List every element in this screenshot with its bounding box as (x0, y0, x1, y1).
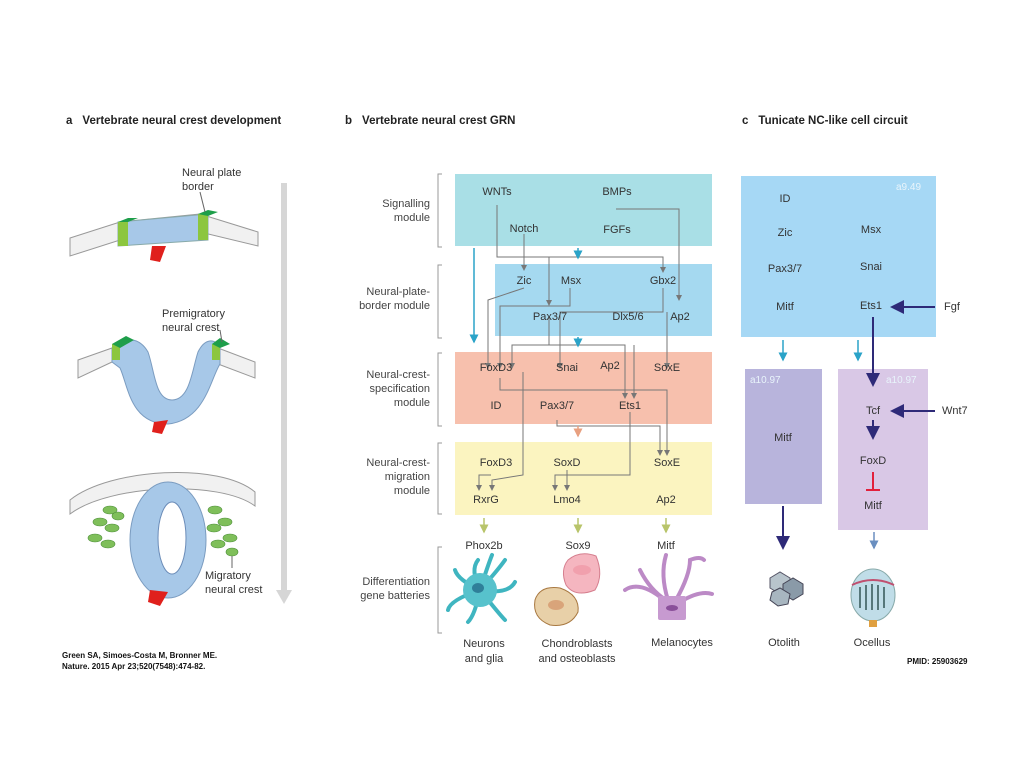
gene-mitf-diff: Mitf (657, 540, 675, 552)
neural-tube-illustration (69, 472, 256, 606)
gene-snai: Snai (555, 362, 579, 374)
module-arrows (469, 248, 671, 534)
outcome-ocellus: Ocellus (853, 637, 891, 649)
gene-phox2b: Phox2b (465, 540, 503, 552)
gene-soxe-spec: SoxE (653, 362, 681, 374)
melanocyte-cell-illustration (623, 553, 714, 620)
gene-id: ID (490, 400, 502, 412)
gene-soxe-mig: SoxE (653, 457, 681, 469)
gene-fgfs: FGFs (603, 224, 631, 236)
cell-tag-a949: a9.49 (896, 182, 922, 193)
tunicate-circuit-edges (776, 300, 935, 550)
tunicate-gene-id: ID (779, 193, 791, 205)
gene-notch: Notch (509, 223, 539, 235)
tunicate-gene-foxd: FoxD (859, 455, 887, 467)
cell-tag-a1097-left: a10.97 (750, 375, 781, 386)
gene-gbx2: Gbx2 (649, 275, 677, 287)
neural-fold-illustration (77, 329, 256, 434)
gene-soxd: SoxD (553, 457, 581, 469)
tunicate-gene-mitf: Mitf (776, 301, 794, 313)
gene-dlx56: Dlx5/6 (612, 311, 644, 323)
gene-ets1: Ets1 (618, 400, 642, 412)
tunicate-gene-tcf: Tcf (865, 405, 881, 417)
neural-plate-border-module-label: Neural-plate-border module (359, 286, 430, 312)
outcome-otolith: Otolith (768, 637, 800, 649)
chondroblast-cell-illustration (534, 553, 601, 626)
otolith-illustration (769, 571, 804, 607)
tunicate-gene-zic: Zic (777, 227, 793, 239)
a949-cell-box (741, 176, 936, 337)
cell-type-melanocytes: Melanocytes (651, 637, 713, 649)
gene-lmo4: Lmo4 (553, 494, 581, 506)
signalling-module-box (455, 174, 712, 246)
tunicate-gene-mitf-right: Mitf (864, 500, 882, 512)
neuron-cell-illustration (446, 553, 517, 624)
tunicate-gene-pax37: Pax3/7 (767, 263, 803, 275)
tunicate-gene-ets1: Ets1 (859, 300, 883, 312)
gene-foxd3-spec: FoxD3 (479, 362, 513, 374)
gene-msx: Msx (560, 275, 582, 287)
neural-plate-illustration (69, 191, 259, 262)
gene-wnts: WNTs (482, 186, 512, 198)
pmid: PMID: 25903629 (907, 657, 968, 666)
gene-ap2-border: Ap2 (670, 311, 690, 323)
gene-sox9: Sox9 (565, 540, 591, 552)
gene-pax37-spec: Pax3/7 (539, 400, 575, 412)
tunicate-gene-msx: Msx (860, 224, 882, 236)
a1097-right-cell-box (838, 369, 928, 530)
citation: Green SA, Simoes-Costa M, Bronner ME.Nat… (62, 651, 218, 671)
gene-rxrg: RxrG (473, 494, 499, 506)
gene-foxd3-mig: FoxD3 (479, 457, 513, 469)
input-fgf: Fgf (944, 301, 960, 313)
input-wnt7: Wnt7 (942, 405, 968, 417)
gene-ap2-mig: Ap2 (656, 494, 676, 506)
cell-tag-a1097-right: a10.97 (886, 375, 917, 386)
gene-zic: Zic (516, 275, 532, 287)
tunicate-gene-snai: Snai (859, 261, 883, 273)
a1097-left-cell-box (745, 369, 822, 504)
grn-edges (476, 205, 682, 491)
tunicate-gene-mitf-left: Mitf (774, 432, 792, 444)
ocellus-illustration (850, 568, 896, 627)
neural-plate-border-module-box (495, 264, 712, 336)
module-brackets (437, 173, 442, 634)
gene-ap2-spec: Ap2 (600, 360, 620, 372)
time-arrow (276, 183, 292, 604)
gene-pax37: Pax3/7 (532, 311, 568, 323)
gene-bmps: BMPs (602, 186, 632, 198)
